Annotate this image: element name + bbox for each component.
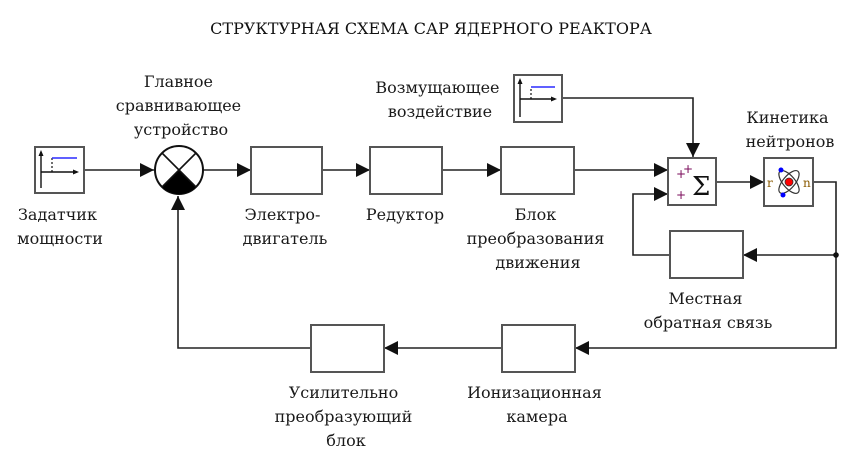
diagram-title: СТРУКТУРНАЯ СХЕМА САР ЯДЕРНОГО РЕАКТОРА [210, 19, 652, 38]
atom-icon [778, 167, 800, 198]
step-source-icon [517, 78, 557, 117]
motion-converter-label: Блок преобразования движения [467, 205, 610, 272]
summing-junction-icon [154, 145, 204, 195]
local-feedback-label: Местная обратная связь [644, 289, 773, 332]
disturbance-label: Возмущающее воздействие [375, 78, 504, 121]
amplifier-block[interactable] [310, 324, 385, 373]
reducer-label: Редуктор [366, 205, 444, 224]
reducer-block[interactable] [369, 146, 443, 195]
sum-block[interactable]: + + + Σ [667, 157, 717, 206]
connections [84, 97, 839, 355]
svg-text:+: + [676, 188, 686, 202]
motor-block[interactable] [250, 146, 323, 195]
motor-label: Электро- двигатель [243, 205, 328, 248]
ion-chamber-block[interactable] [501, 324, 576, 373]
wire-amplifier-to-comparator [171, 196, 311, 349]
comparator-label: Главное сравнивающее устройство [116, 72, 246, 139]
svg-text:+: + [683, 162, 693, 176]
wire-local-feedback-to-sum [632, 187, 670, 256]
svg-text:Σ: Σ [692, 172, 710, 202]
kinetics-label: Кинетика нейтронов [746, 108, 835, 151]
svg-text:+: + [676, 167, 686, 181]
wire-disturbance-to-sum [562, 97, 700, 157]
disturbance-block[interactable] [513, 74, 563, 123]
ion-chamber-label: Ионизационная камера [467, 383, 607, 426]
kinetics-block[interactable]: r n [763, 157, 814, 207]
local-feedback-block[interactable] [669, 230, 744, 279]
wire-kinetics-to-ion-chamber [575, 181, 837, 355]
port-r-label: r [767, 176, 773, 190]
port-n-label: n [803, 176, 811, 190]
sum-icon: + + + Σ [676, 162, 710, 202]
motion-converter-block[interactable] [500, 146, 575, 195]
comparator-block[interactable] [154, 145, 204, 195]
amplifier-label: Усилительно преобразующий блок [275, 383, 418, 450]
setpoint-block[interactable] [34, 146, 85, 194]
step-source-icon [38, 150, 79, 188]
branch-point [833, 252, 839, 258]
setpoint-label: Задатчик мощности [17, 205, 103, 248]
